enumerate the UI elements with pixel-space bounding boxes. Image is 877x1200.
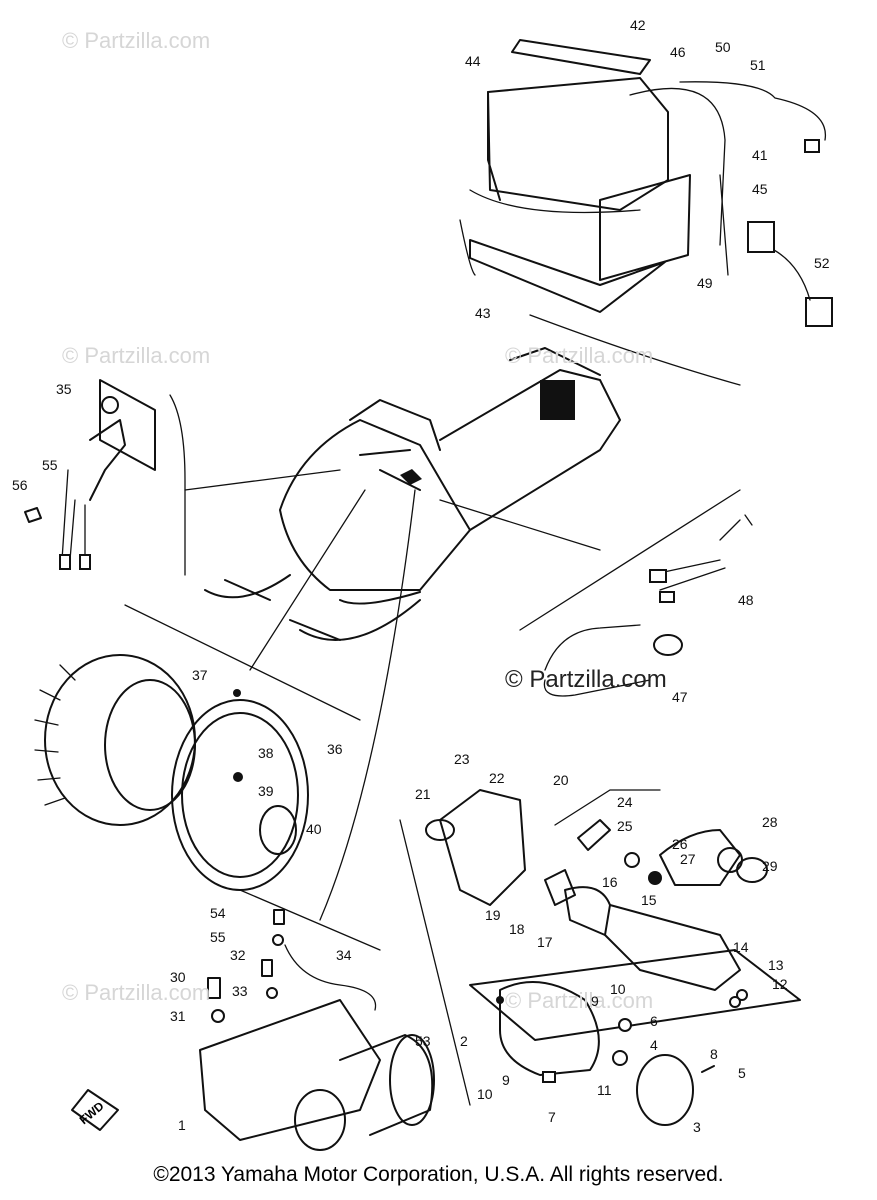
callout: 5 [738, 1065, 746, 1081]
flywheel [34, 654, 309, 891]
callout: 55 [210, 929, 226, 945]
ignition-switch [24, 379, 156, 570]
callout: 9 [502, 1072, 510, 1088]
callout: 48 [738, 592, 754, 608]
callout: 40 [306, 821, 322, 837]
watermark: © Partzilla.com [505, 343, 654, 368]
callout: 35 [56, 381, 72, 397]
callout: 38 [258, 745, 274, 761]
leader-lines [124, 394, 741, 1106]
callout: 11 [597, 1082, 612, 1098]
callout: 33 [232, 983, 248, 999]
callout: 51 [750, 57, 766, 73]
callout: 6 [650, 1013, 658, 1029]
callout: 37 [192, 667, 208, 683]
callout: 27 [680, 851, 696, 867]
callout: 50 [715, 39, 731, 55]
callout: 39 [258, 783, 274, 799]
callout: 12 [772, 976, 788, 992]
watermark: © Partzilla.com [62, 343, 211, 368]
callout: 18 [509, 921, 525, 937]
callout: 43 [475, 305, 491, 321]
callout: 21 [415, 786, 431, 802]
callout: 8 [710, 1046, 718, 1062]
callout: 31 [170, 1008, 186, 1024]
callout: 32 [230, 947, 246, 963]
callout: 28 [762, 814, 778, 830]
callout: 7 [548, 1109, 556, 1125]
callout: 34 [336, 947, 352, 963]
starter-motor-assembly [71, 909, 435, 1151]
callout: 49 [697, 275, 713, 291]
callout: 53 [415, 1033, 431, 1049]
watermark: © Partzilla.com [505, 988, 654, 1013]
callout: 22 [489, 770, 505, 786]
callout: 19 [485, 907, 501, 923]
watermark: © Partzilla.com [62, 28, 211, 53]
callout: 20 [553, 772, 569, 788]
callout: 36 [327, 741, 343, 757]
callout: 15 [641, 892, 657, 908]
battery-assembly [459, 39, 833, 386]
wiring-harness [543, 514, 753, 697]
watermark: © Partzilla.com [62, 980, 211, 1005]
callout: 23 [454, 751, 470, 767]
callout: 10 [477, 1086, 493, 1102]
callout: 30 [170, 969, 186, 985]
callout: 9 [591, 993, 599, 1009]
callout: 45 [752, 181, 768, 197]
callout: 47 [672, 689, 688, 705]
callout: 54 [210, 905, 226, 921]
callout: 16 [602, 874, 618, 890]
watermark-dark: © Partzilla.com [505, 666, 667, 693]
callout: 10 [610, 981, 626, 997]
callout: 3 [693, 1119, 701, 1135]
callout: 42 [630, 17, 646, 33]
snowmobile-body [204, 347, 621, 641]
callout: 52 [814, 255, 830, 271]
callout: 13 [768, 957, 784, 973]
callout: 26 [672, 836, 688, 852]
callout: 2 [460, 1033, 468, 1049]
callout: 24 [617, 794, 633, 810]
callout: 41 [752, 147, 768, 163]
callout: 56 [12, 477, 28, 493]
callout: 55 [42, 457, 58, 473]
callout: 46 [670, 44, 686, 60]
callout: 14 [733, 939, 749, 955]
callout: 4 [650, 1037, 658, 1053]
callout: 29 [762, 858, 778, 874]
callout: 44 [465, 53, 481, 69]
callout: 17 [537, 934, 553, 950]
callout: 25 [617, 818, 633, 834]
starter-exploded-view [425, 789, 801, 1126]
callout: 1 [178, 1117, 186, 1133]
copyright-notice: ©2013 Yamaha Motor Corporation, U.S.A. A… [153, 1163, 724, 1186]
